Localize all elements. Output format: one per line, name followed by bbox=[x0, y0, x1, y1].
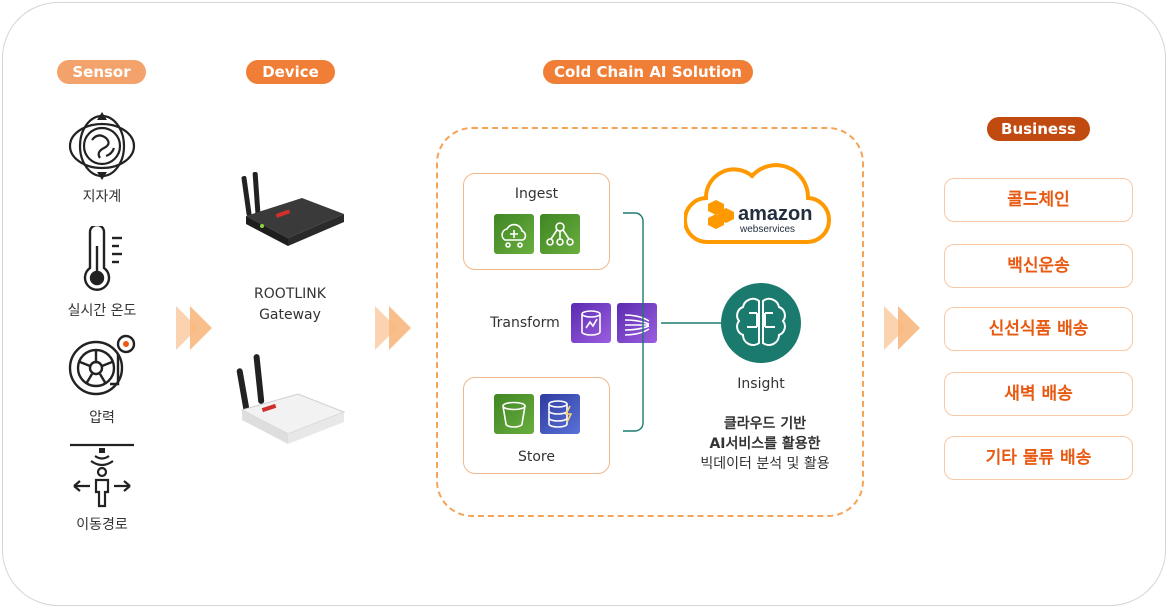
insight-description-line2: AI서비스를 활용한 bbox=[709, 436, 821, 452]
svg-text:amazon: amazon bbox=[738, 203, 812, 225]
glue-icon bbox=[571, 303, 611, 343]
solution-header: Cold Chain AI Solution bbox=[543, 60, 753, 84]
store-box bbox=[463, 377, 610, 474]
sensor-label-magnetometer: 지자계 bbox=[82, 189, 122, 205]
sensor-label-path: 이동경로 bbox=[76, 517, 128, 533]
sensor-label-temperature: 실시간 온도 bbox=[67, 303, 137, 319]
store-label: Store bbox=[517, 449, 555, 465]
pressure-gauge-icon bbox=[68, 334, 136, 396]
ingest-box bbox=[463, 173, 610, 270]
solution-region bbox=[436, 127, 864, 517]
s3-bucket-icon bbox=[494, 394, 534, 434]
svg-text:webservices: webservices bbox=[739, 224, 795, 235]
iot-core-icon bbox=[494, 214, 534, 254]
insight-description: 클라우드 기반 AI서비스를 활용한 빅데이터 분석 및 활용 bbox=[680, 414, 850, 474]
kinesis-icon bbox=[617, 303, 657, 343]
gateway-black-image bbox=[241, 171, 344, 246]
device-name-line1: ROOTLINK bbox=[254, 286, 326, 302]
insight-label: Insight bbox=[737, 376, 785, 392]
flow-connector bbox=[623, 212, 723, 432]
chevron-right-icon bbox=[176, 306, 212, 350]
business-item: 콜드체인 bbox=[944, 178, 1133, 222]
ai-brain-icon bbox=[721, 283, 801, 363]
chevron-right-icon bbox=[375, 306, 411, 350]
business-header: Business bbox=[987, 117, 1090, 141]
business-item: 백신운송 bbox=[944, 244, 1133, 288]
ingest-label: Ingest bbox=[514, 186, 559, 202]
thermometer-icon bbox=[83, 226, 122, 291]
insight-description-line1: 클라우드 기반 bbox=[723, 416, 807, 432]
transform-label: Transform bbox=[490, 315, 560, 331]
business-item: 기타 물류 배송 bbox=[944, 436, 1133, 480]
device-name: ROOTLINK Gateway bbox=[232, 284, 348, 326]
aws-logo-icon: amazon webservices bbox=[684, 163, 831, 245]
device-name-line2: Gateway bbox=[259, 307, 321, 323]
iot-greengrass-icon bbox=[540, 214, 580, 254]
magnetometer-icon bbox=[68, 112, 136, 180]
gateway-white-image bbox=[236, 354, 346, 444]
business-item: 새벽 배송 bbox=[944, 372, 1133, 416]
business-item: 신선식품 배송 bbox=[944, 307, 1133, 351]
dynamodb-icon bbox=[540, 394, 580, 434]
insight-description-line3: 빅데이터 분석 및 활용 bbox=[700, 456, 830, 472]
device-header: Device bbox=[246, 60, 335, 84]
sensor-header: Sensor bbox=[57, 60, 146, 84]
movement-path-icon bbox=[70, 443, 134, 508]
sensor-label-pressure: 압력 bbox=[89, 410, 115, 426]
chevron-right-icon bbox=[884, 306, 920, 350]
